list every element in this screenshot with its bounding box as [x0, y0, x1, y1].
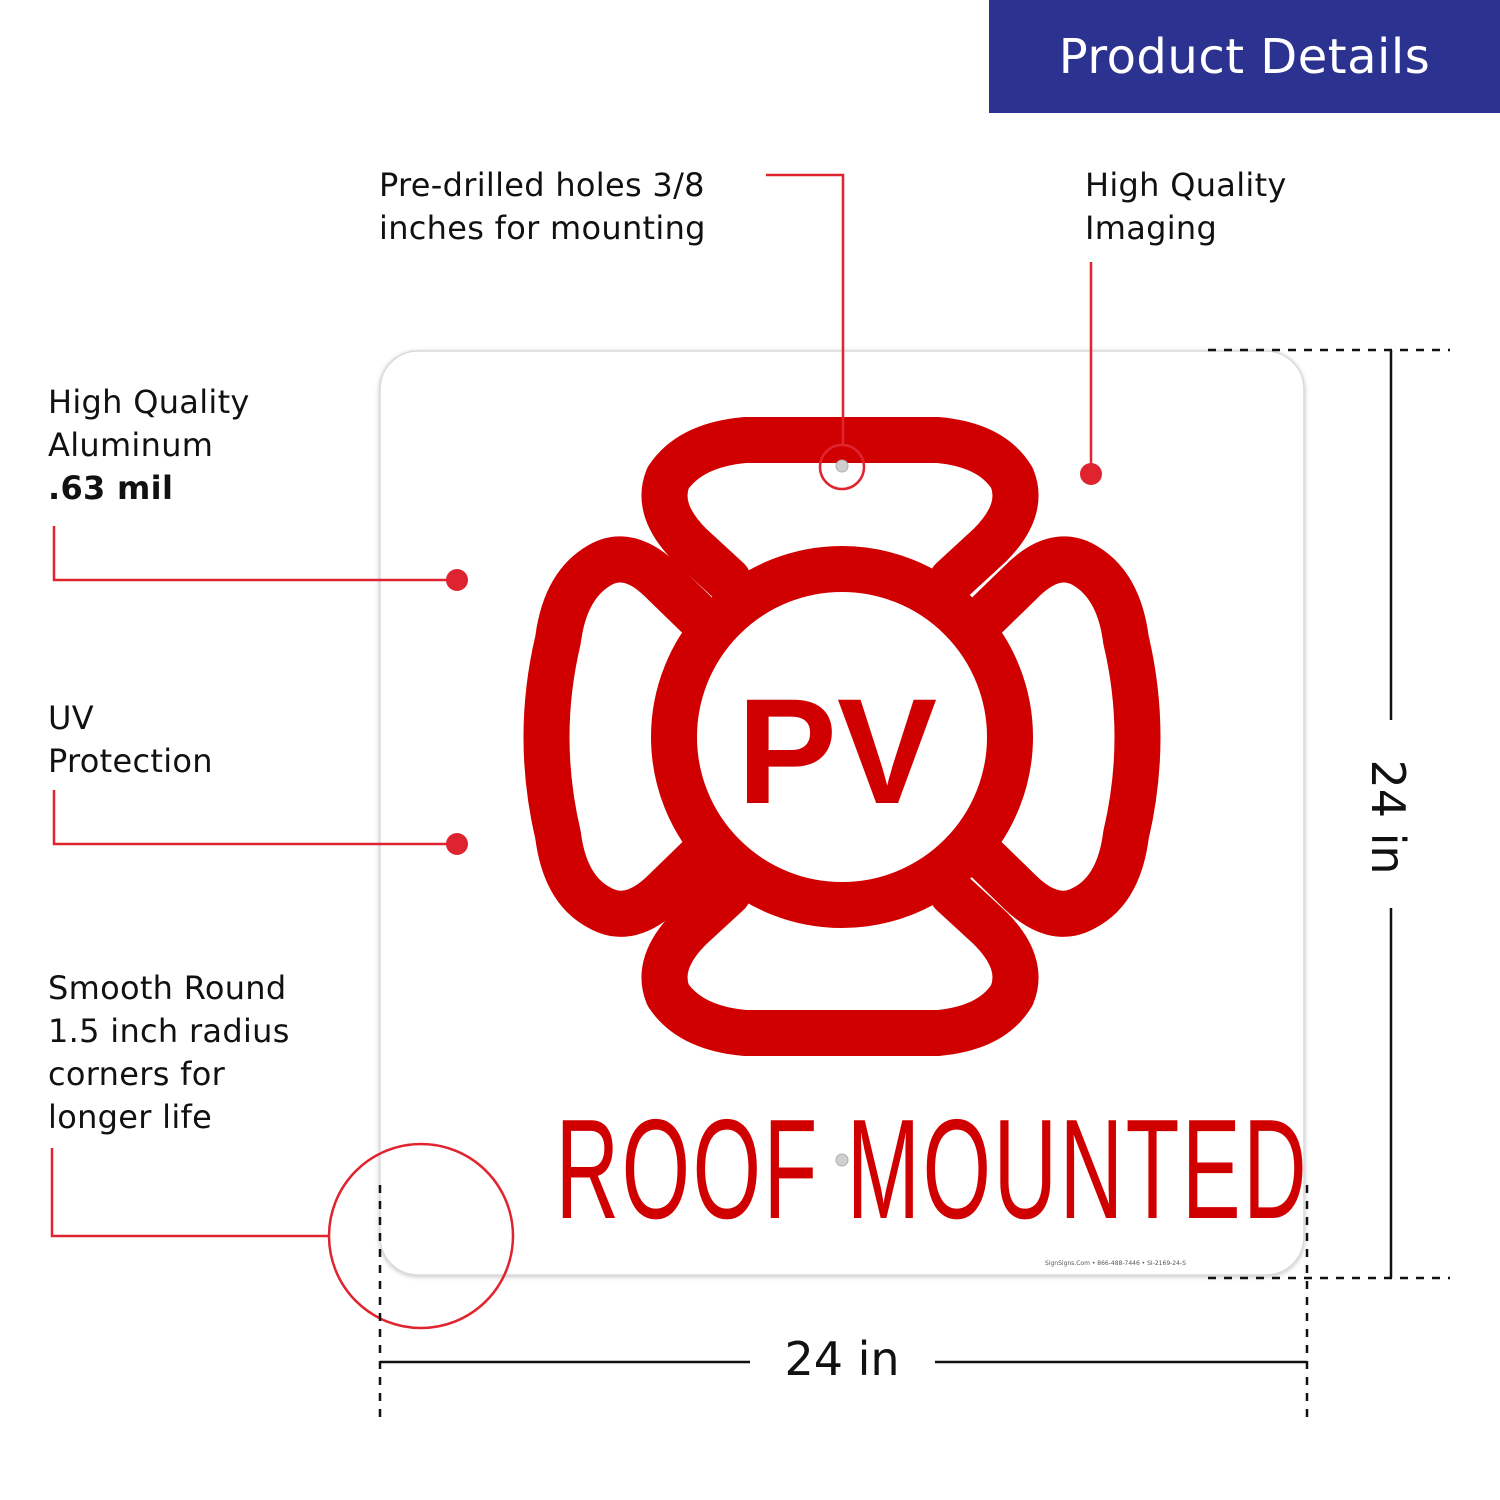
- feature-corners-line-3: corners for: [48, 1055, 226, 1093]
- dimension-height: [1208, 348, 1450, 1280]
- sign-caption: ROOF MOUNTED: [555, 1090, 1310, 1249]
- feature-corners-line-1: Smooth Round: [48, 969, 287, 1007]
- feature-holes-line-2: inches for mounting: [379, 209, 706, 247]
- feature-uv-line-2: Protection: [48, 742, 213, 780]
- callout-imaging: [1080, 262, 1102, 485]
- dimension-width-label: 24 in: [784, 1332, 900, 1386]
- dimension-width: [378, 1185, 1309, 1420]
- feature-holes-line-1: Pre-drilled holes 3/8: [379, 166, 705, 204]
- callout-aluminum: [52, 526, 468, 591]
- mounting-hole-top: [835, 459, 849, 473]
- feature-corners: Smooth Round 1.5 inch radius corners for…: [48, 967, 290, 1139]
- mounting-hole-bottom: [835, 1153, 849, 1167]
- feature-aluminum: High Quality Aluminum .63 mil: [48, 381, 250, 510]
- feature-aluminum-spec: .63 mil: [48, 469, 174, 507]
- header-banner: Product Details: [989, 0, 1500, 113]
- feature-aluminum-line-1: High Quality: [48, 383, 250, 421]
- feature-imaging-line-2: Imaging: [1085, 209, 1218, 247]
- dimension-height-label: 24 in: [1361, 759, 1415, 875]
- maltese-cross-icon: [523, 416, 1161, 1057]
- sign-center-text: PV: [736, 667, 938, 835]
- feature-uv-line-1: UV: [48, 699, 94, 737]
- callout-corners: [50, 1142, 515, 1330]
- feature-corners-line-4: longer life: [48, 1098, 213, 1136]
- feature-imaging-line-1: High Quality: [1085, 166, 1287, 204]
- feature-holes: Pre-drilled holes 3/8 inches for mountin…: [379, 164, 706, 250]
- feature-aluminum-line-2: Aluminum: [48, 426, 214, 464]
- callout-holes: [766, 173, 866, 491]
- page-title: Product Details: [1058, 28, 1431, 85]
- feature-uv: UV Protection: [48, 697, 213, 783]
- feature-imaging: High Quality Imaging: [1085, 164, 1287, 250]
- callout-uv: [52, 790, 468, 855]
- sign-footer: SignSigns.Com • 866-488-7446 • SI-2169-2…: [1045, 1260, 1186, 1267]
- feature-corners-line-2: 1.5 inch radius: [48, 1012, 290, 1050]
